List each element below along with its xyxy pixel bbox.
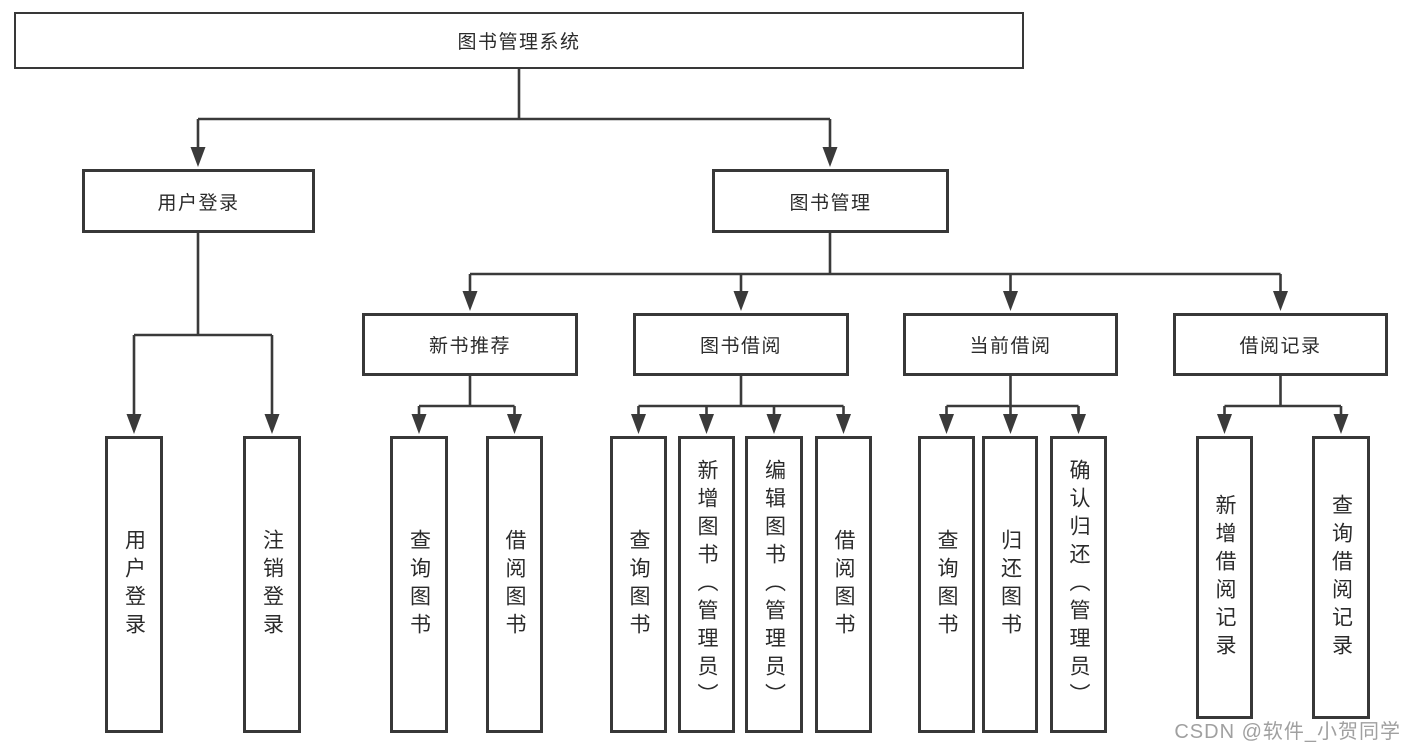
leaf-current-return-book-label: 归还图书 [998,528,1022,641]
node-root: 图书管理系统 [14,12,1024,69]
leaf-borrow-query-book: 查询图书 [610,436,667,733]
leaf-records-query-record-label: 查询借阅记录 [1329,493,1353,662]
leaf-borrow-add-book-admin: 新增图书（管理员） [678,436,735,733]
leaf-borrow-add-book-admin-label: 新增图书（管理员） [695,458,718,711]
leaf-newbook-borrow-book: 借阅图书 [486,436,543,733]
leaf-user-login-label: 用户登录 [122,528,146,641]
leaf-borrow-edit-book-admin: 编辑图书（管理员） [745,436,803,733]
leaf-records-query-record: 查询借阅记录 [1312,436,1370,719]
node-book-borrow: 图书借阅 [633,313,849,376]
leaf-logout: 注销登录 [243,436,301,733]
watermark: CSDN @软件_小贺同学 [1174,721,1401,743]
node-book-management-label: 图书管理 [789,192,872,214]
node-borrow-records-label: 借阅记录 [1239,336,1322,357]
node-borrow-records: 借阅记录 [1173,313,1388,376]
node-user-login: 用户登录 [82,169,315,233]
node-book-management: 图书管理 [712,169,949,233]
leaf-records-add-record-label: 新增借阅记录 [1213,493,1236,662]
leaf-current-confirm-return-admin: 确认归还（管理员） [1050,436,1107,733]
leaf-borrow-borrow-book: 借阅图书 [815,436,872,733]
leaf-current-return-book: 归还图书 [982,436,1038,733]
leaf-borrow-edit-book-admin-label: 编辑图书（管理员） [762,458,786,711]
leaf-borrow-borrow-book-label: 借阅图书 [832,528,855,641]
leaf-newbook-borrow-book-label: 借阅图书 [503,528,526,641]
node-current-borrow: 当前借阅 [903,313,1118,376]
node-new-book-recommend: 新书推荐 [362,313,578,376]
leaf-current-query-book: 查询图书 [918,436,975,733]
leaf-current-query-book-label: 查询图书 [935,528,958,641]
leaf-borrow-query-book-label: 查询图书 [627,528,650,641]
node-user-login-label: 用户登录 [157,192,240,214]
leaf-current-confirm-return-admin-label: 确认归还（管理员） [1067,458,1090,711]
leaf-newbook-query-book: 查询图书 [390,436,448,733]
leaf-logout-label: 注销登录 [260,528,284,641]
node-current-borrow-label: 当前借阅 [969,336,1052,357]
node-root-label: 图书管理系统 [457,32,581,53]
leaf-user-login: 用户登录 [105,436,163,733]
leaf-records-add-record: 新增借阅记录 [1196,436,1253,719]
node-book-borrow-label: 图书借阅 [699,336,782,357]
leaf-newbook-query-book-label: 查询图书 [407,528,431,641]
node-new-book-recommend-label: 新书推荐 [428,336,511,357]
